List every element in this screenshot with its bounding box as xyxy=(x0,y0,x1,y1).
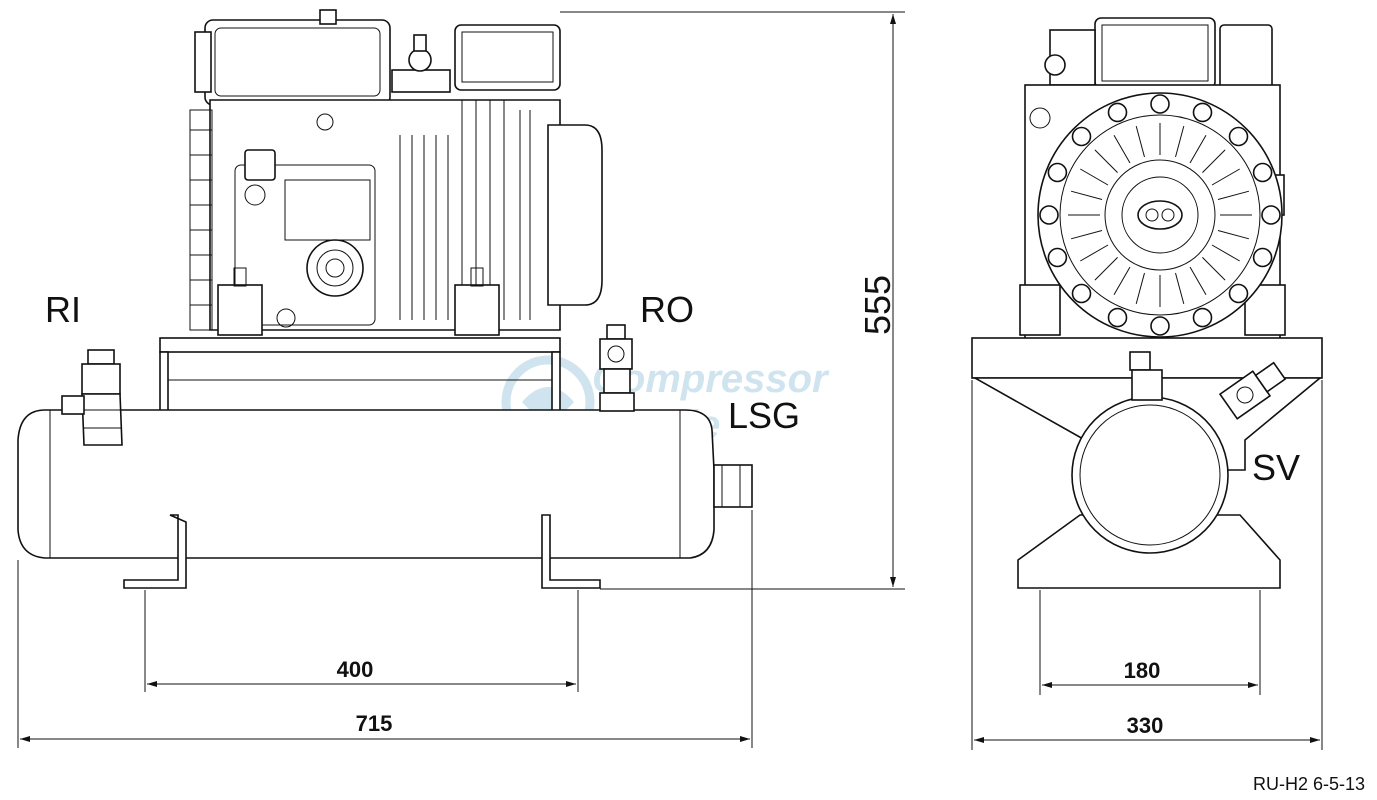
side-view: SV 180 330 xyxy=(971,17,1323,750)
dimension-foot-spacing: 400 xyxy=(144,590,579,692)
flange-rib xyxy=(1135,125,1145,158)
label-sv: SV xyxy=(1252,447,1300,488)
flange-rib xyxy=(1217,190,1250,200)
flange-bolt xyxy=(1228,126,1249,147)
flange-rib xyxy=(1175,272,1185,305)
flange-rib xyxy=(1080,244,1109,262)
flange-rib xyxy=(1189,135,1207,164)
flange-bolt xyxy=(1252,162,1273,183)
flange-bolt xyxy=(1107,102,1128,123)
flange-bolt xyxy=(1192,307,1213,328)
label-lsg: LSG xyxy=(728,395,800,436)
dim-height-value: 555 xyxy=(857,275,898,335)
drawing-reference: RU-H2 6-5-13 xyxy=(1253,774,1365,794)
ro-valve xyxy=(599,324,635,412)
flange-bolt xyxy=(1192,102,1213,123)
dim-side-foot-spacing-value: 180 xyxy=(1124,658,1161,683)
flange-rib xyxy=(1202,257,1226,281)
side-receiver xyxy=(1071,396,1229,554)
flange-rib xyxy=(1211,168,1240,186)
flange-rib xyxy=(1202,149,1226,173)
flange-rib xyxy=(1080,168,1109,186)
flange-bolt xyxy=(1261,205,1281,225)
dimension-side-width: 330 xyxy=(971,380,1323,750)
flange-rib xyxy=(1094,257,1118,281)
flange-rib xyxy=(1211,244,1240,262)
dimension-total-length: 715 xyxy=(17,510,753,748)
flange-rib xyxy=(1070,230,1103,240)
flange-bolt xyxy=(1039,205,1059,225)
ri-valve xyxy=(61,349,123,446)
dim-total-length-value: 715 xyxy=(356,711,393,736)
flange-bolt xyxy=(1150,94,1170,114)
flange-bolt xyxy=(1252,247,1273,268)
flange-rib xyxy=(1094,149,1118,173)
flange-rib xyxy=(1113,135,1131,164)
receiver-tank xyxy=(17,409,753,589)
flange-rib xyxy=(1189,266,1207,295)
flange-rib xyxy=(1135,272,1145,305)
flange-bolt xyxy=(1047,162,1068,183)
dimension-side-foot-spacing: 180 xyxy=(1039,590,1261,695)
label-ri: RI xyxy=(45,289,81,330)
flange-bolt xyxy=(1107,307,1128,328)
flange-rib xyxy=(1070,190,1103,200)
flange-rib xyxy=(1175,125,1185,158)
dim-side-width-value: 330 xyxy=(1127,713,1164,738)
label-ro: RO xyxy=(640,289,694,330)
dimension-height: 555 xyxy=(560,11,905,590)
front-view: RI RO LSG 555 400 715 xyxy=(17,9,905,748)
flange-bolt xyxy=(1047,247,1068,268)
flange-rib xyxy=(1217,230,1250,240)
flange-bolt xyxy=(1071,126,1092,147)
sv-valve xyxy=(1129,351,1287,420)
compressor-body xyxy=(189,9,603,336)
flange-bolt xyxy=(1228,283,1249,304)
flange-bolt xyxy=(1150,316,1170,336)
flange-rib xyxy=(1113,266,1131,295)
flange-bolt xyxy=(1071,283,1092,304)
dim-foot-spacing-value: 400 xyxy=(337,657,374,682)
end-cover xyxy=(1037,92,1283,338)
